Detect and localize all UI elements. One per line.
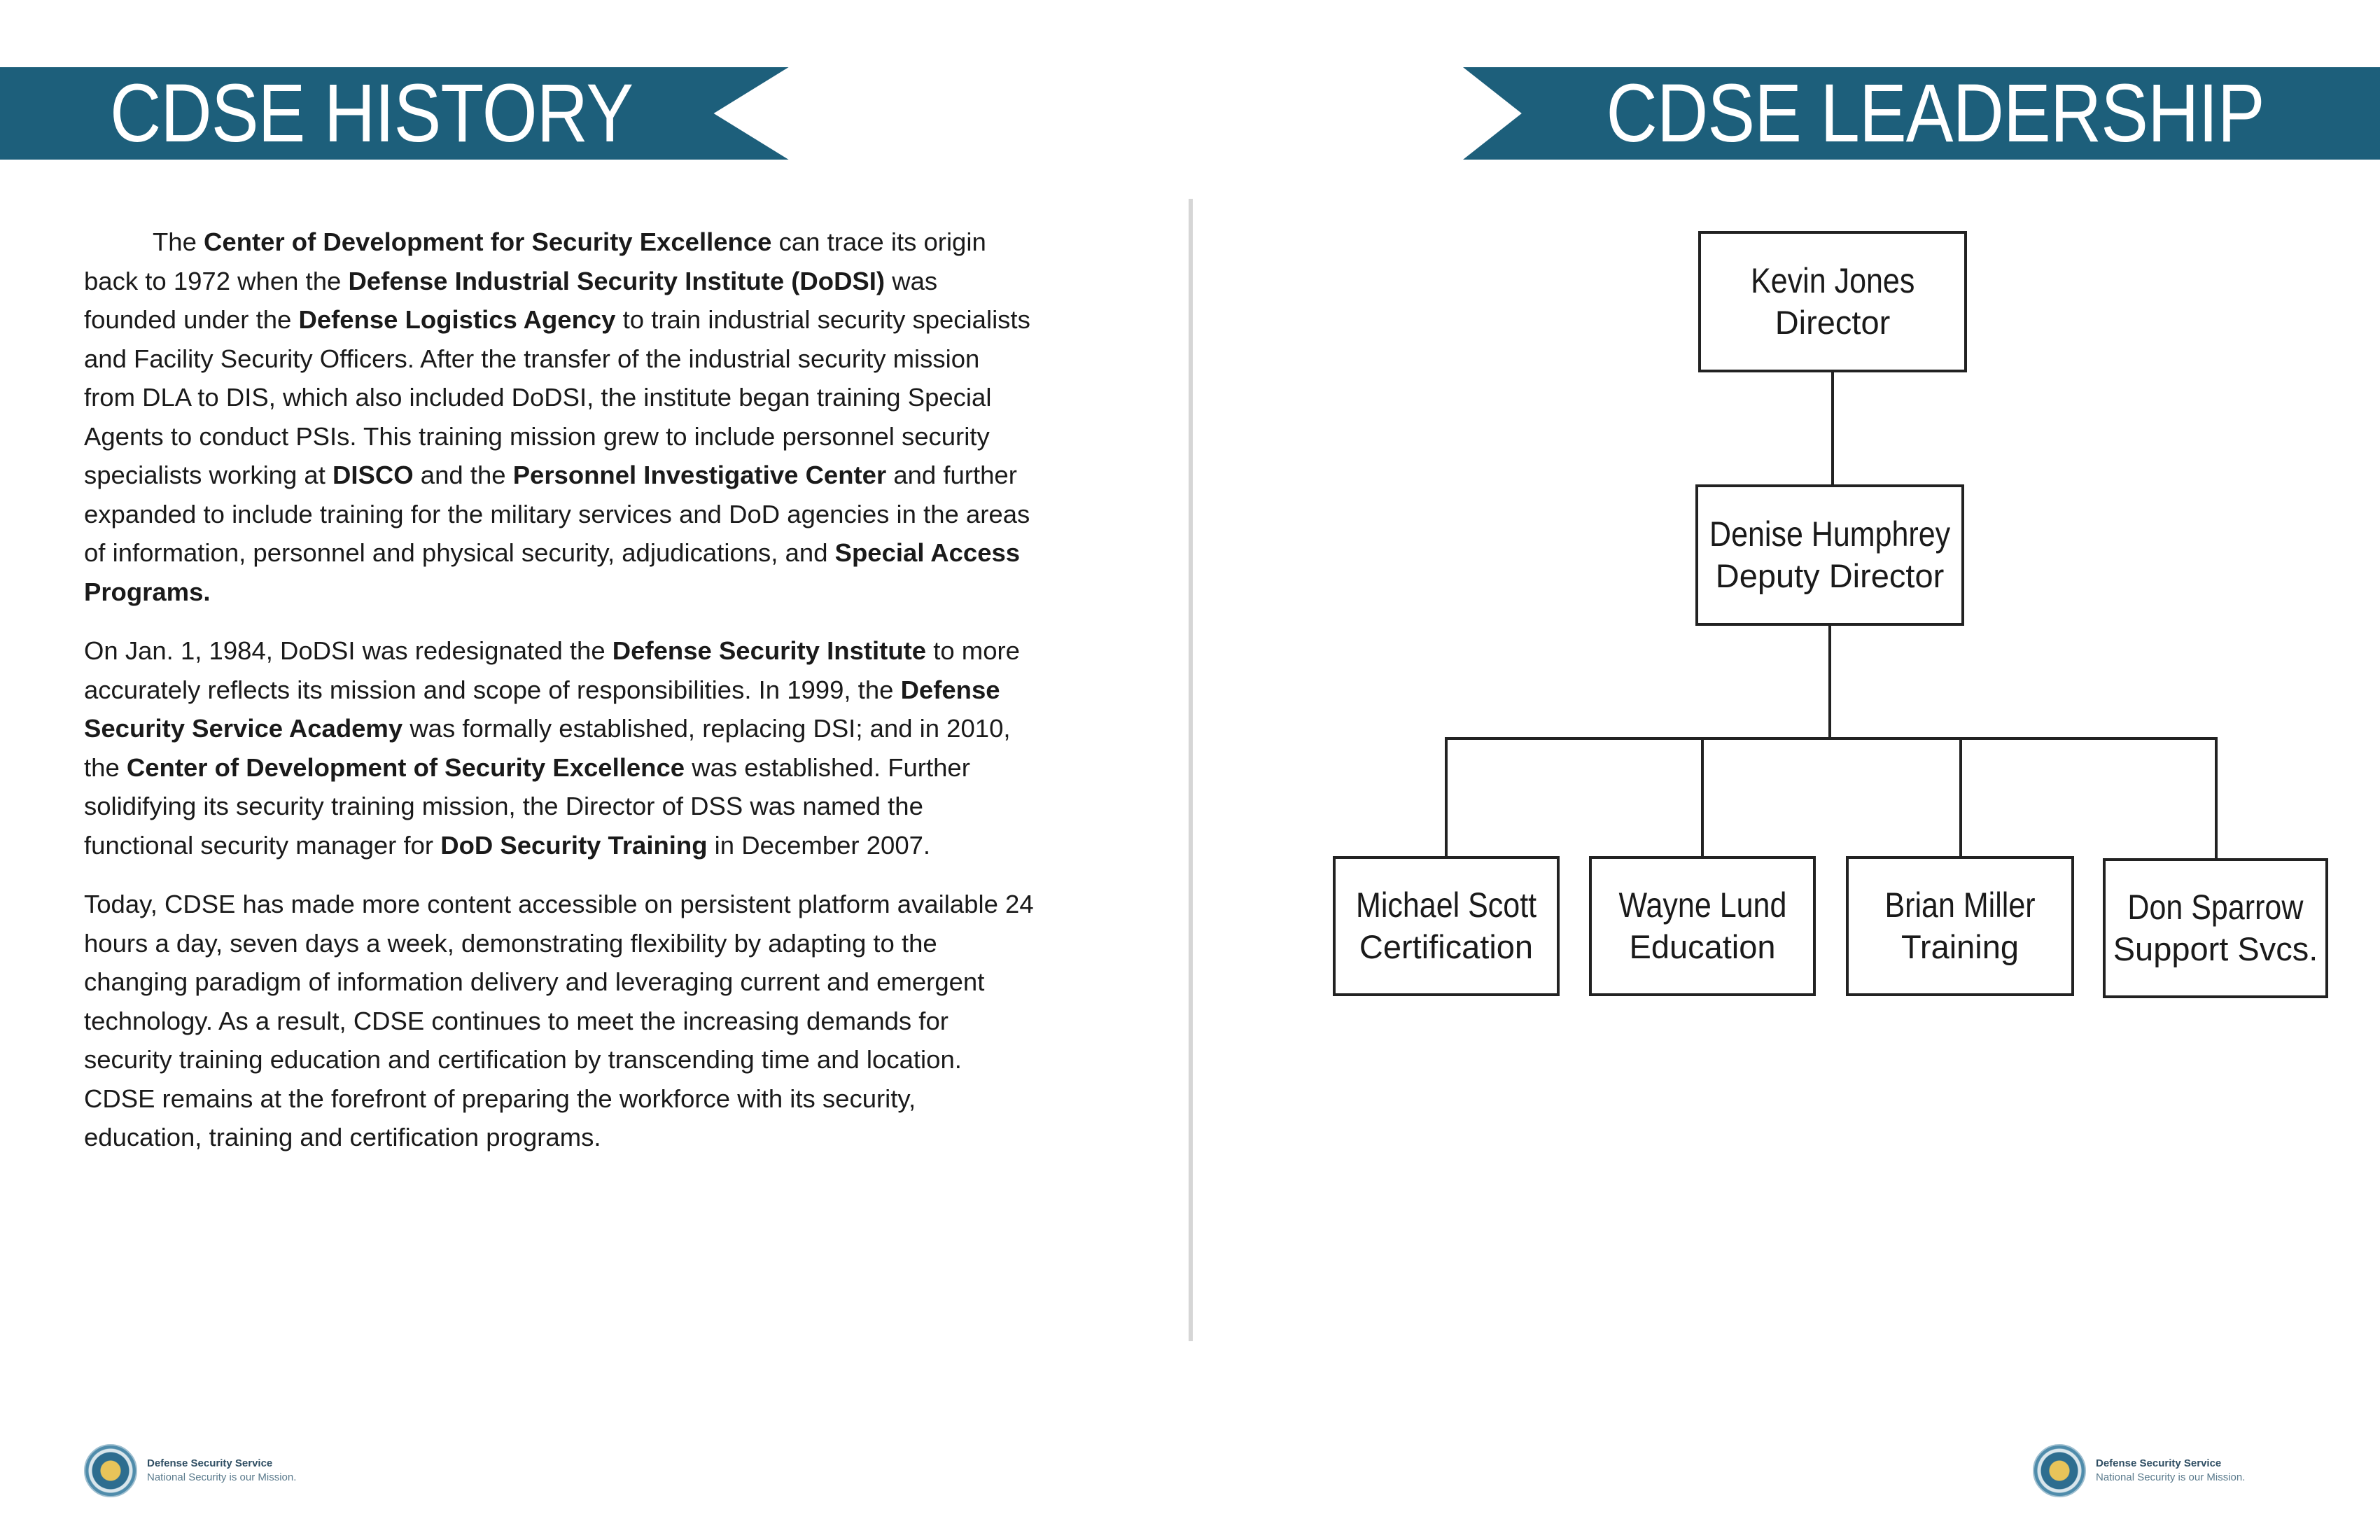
footer-motto: National Security is our Mission. [2096, 1471, 2246, 1483]
page-divider [1189, 199, 1193, 1341]
connector-line [1831, 372, 1834, 486]
org-title: Deputy Director [1715, 557, 1945, 594]
org-title: Education [1629, 928, 1776, 965]
bold-run: Center of Development for Security Excel… [204, 227, 772, 256]
text-run: and the [413, 461, 513, 489]
text-run: in December 2007. [707, 830, 931, 860]
org-title: Support Svcs. [2113, 930, 2318, 967]
leadership-banner-title: CDSE LEADERSHIP [1606, 67, 2265, 160]
org-title: Certification [1359, 928, 1534, 965]
org-name: Brian Miller [1884, 886, 2036, 925]
footer-right: Defense Security Service National Securi… [2033, 1444, 2245, 1497]
dss-seal-icon [2033, 1444, 2086, 1497]
connector-line [1959, 737, 1962, 858]
bold-run: DoD Security Training [440, 830, 708, 860]
org-box-report: Wayne Lund Education [1589, 856, 1816, 996]
bold-run: Defense Industrial Security Institute (D… [348, 266, 886, 295]
text-run: to train industrial security specialists… [84, 305, 1030, 489]
leadership-banner: CDSE LEADERSHIP [1463, 67, 2380, 160]
dss-seal-icon [84, 1444, 137, 1497]
connector-line [1828, 626, 1831, 739]
text-run: was established. Further solidifying its… [84, 752, 970, 860]
history-paragraph-1: The Center of Development for Security E… [84, 223, 1036, 611]
org-name: Don Sparrow [2127, 888, 2304, 927]
org-box-report: Don Sparrow Support Svcs. [2103, 858, 2328, 998]
bold-run: Special Access Programs. [84, 538, 1021, 606]
org-name: Wayne Lund [1618, 886, 1786, 925]
bold-run: Defense Security Institute [612, 636, 927, 665]
org-title: Director [1774, 304, 1891, 341]
history-banner-title: CDSE HISTORY [110, 67, 634, 160]
connector-line [1445, 737, 1448, 858]
connector-line [2215, 737, 2218, 860]
org-name: Denise Humphrey [1709, 514, 1951, 554]
org-box-deputy: Denise Humphrey Deputy Director [1695, 484, 1964, 626]
text-run: The [153, 227, 204, 256]
bold-run: Center of Development of Security Excell… [126, 752, 685, 782]
text-run: and further expanded to include training… [84, 461, 1030, 567]
footer-text: Defense Security Service National Securi… [147, 1457, 296, 1485]
org-title: Training [1900, 928, 2019, 965]
org-box-report: Brian Miller Training [1846, 856, 2074, 996]
connector-line [1701, 737, 1704, 858]
history-paragraph-3: Today, CDSE has made more content access… [84, 890, 1034, 1152]
footer-text: Defense Security Service National Securi… [2096, 1457, 2245, 1485]
org-name: Kevin Jones [1750, 261, 1915, 300]
bold-run: Defense Security Service Academy [84, 675, 1000, 743]
history-paragraph-2: On Jan. 1, 1984, DoDSI was redesignated … [84, 631, 1036, 864]
text-run: was formally established, replacing DSI;… [84, 714, 1011, 782]
org-name: Michael Scott [1355, 886, 1537, 925]
text-run: On Jan. 1, 1984, DoDSI was redesignated … [84, 636, 612, 665]
history-text: The Center of Development for Security E… [84, 223, 1036, 1177]
text-run: was founded under the [84, 266, 938, 335]
footer-left: Defense Security Service National Securi… [84, 1444, 296, 1497]
text-run: can trace its origin back to 1972 when t… [84, 227, 986, 295]
footer-org-name: Defense Security Service [2096, 1457, 2222, 1469]
bold-run: Personnel Investigative Center [512, 461, 887, 489]
bold-run: DISCO [332, 461, 414, 489]
org-box-report: Michael Scott Certification [1333, 856, 1560, 996]
text-run: to more accurately reflects its mission … [84, 636, 1020, 704]
footer-motto: National Security is our Mission. [147, 1471, 297, 1483]
bold-run: Defense Logistics Agency [298, 305, 616, 334]
org-box-director: Kevin Jones Director [1698, 231, 1967, 372]
history-banner: CDSE HISTORY [0, 67, 789, 160]
footer-org-name: Defense Security Service [147, 1457, 273, 1469]
connector-line [1445, 737, 2218, 740]
